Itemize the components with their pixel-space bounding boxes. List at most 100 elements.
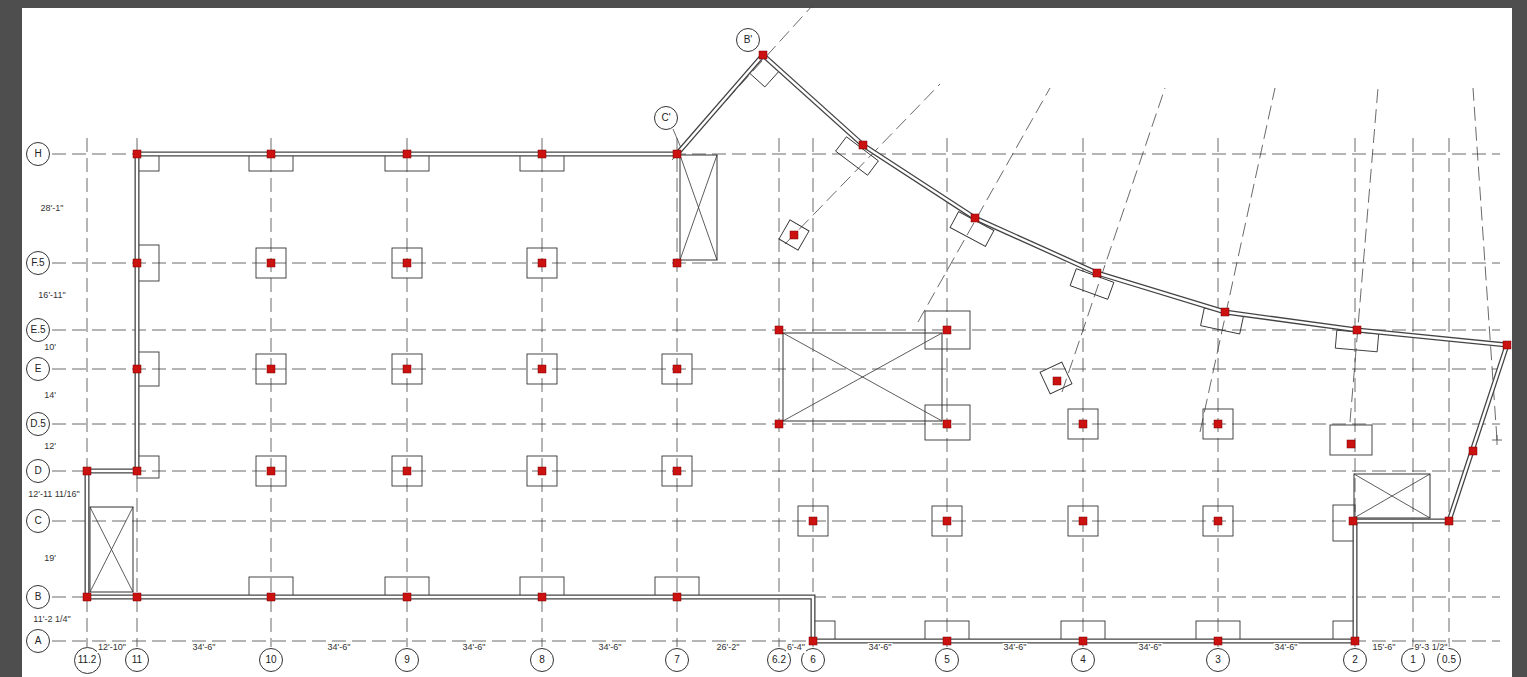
dimension-label: 9'-3 1/2": [1414, 643, 1449, 653]
column: [133, 593, 141, 601]
column: [673, 259, 681, 267]
footing: [1203, 506, 1233, 536]
grid-bubble: 11: [125, 648, 149, 672]
dimension-label: 34'-6": [598, 643, 623, 653]
opening-cross: [783, 333, 942, 421]
radial-grid-line: [1200, 88, 1275, 432]
dimension-label: 28'-1": [40, 204, 65, 214]
grid-label: D.5: [30, 419, 46, 429]
grid-label: 4: [1080, 655, 1086, 665]
grid-label: H: [34, 149, 41, 159]
column: [403, 365, 411, 373]
grid-label: 5: [944, 655, 950, 665]
radial-grid-line: [918, 88, 1050, 322]
grid-bubble: E.5: [26, 318, 50, 342]
footing: [662, 456, 692, 486]
grid-label: 11: [132, 655, 142, 665]
floor-opening: [680, 155, 717, 260]
footing: [779, 220, 809, 250]
footing: [1068, 409, 1098, 439]
column: [775, 326, 783, 334]
grid-line: [542, 138, 543, 647]
dimension-label: 34'-6": [868, 643, 893, 653]
column: [1347, 440, 1355, 448]
grid-bubble: 4: [1071, 648, 1095, 672]
grid-bubble: A: [26, 629, 50, 653]
floor-opening: [783, 333, 942, 421]
grid-label: F.5: [31, 258, 44, 268]
footing: [256, 354, 286, 384]
footing: [932, 506, 962, 536]
grid-line: [1218, 138, 1219, 647]
leader-line: [673, 129, 681, 148]
grid-label: E: [35, 364, 42, 374]
grid-label: 1: [1410, 655, 1416, 665]
dimension-label: 34'-6": [327, 643, 352, 653]
cross-mark: [1492, 435, 1502, 445]
opening-cross: [1354, 474, 1430, 518]
grid-line: [947, 138, 948, 647]
grid-label: C: [34, 516, 41, 526]
openings: [90, 155, 1430, 592]
column: [538, 593, 546, 601]
column: [859, 141, 867, 149]
footing: [392, 354, 422, 384]
column: [403, 467, 411, 475]
footing: [1068, 506, 1098, 536]
footing: [527, 456, 557, 486]
column: [673, 467, 681, 475]
footing: [950, 212, 994, 247]
column: [1214, 517, 1222, 525]
sheet-ground: [22, 8, 1512, 677]
column: [1079, 637, 1087, 645]
column: [943, 326, 951, 334]
column: [267, 365, 275, 373]
grid-label: 6: [810, 655, 816, 665]
footing: [1040, 362, 1072, 394]
footing: [1203, 409, 1233, 439]
dimension-label: 10': [43, 343, 57, 353]
grid-label: A: [35, 636, 42, 646]
dimension-label: 34'-6": [192, 643, 217, 653]
grid-label: 3: [1215, 655, 1221, 665]
grid-line: [779, 138, 780, 647]
radial-grid-line: [1062, 88, 1165, 392]
footings: [137, 53, 1379, 641]
opening-cross: [680, 155, 717, 260]
grid-bubble: D.5: [26, 412, 50, 436]
grid-bubble: C: [26, 509, 50, 533]
grid-bubble: 8: [530, 648, 554, 672]
grid-bubble: 10: [259, 648, 283, 672]
grid-bubble: E: [26, 357, 50, 381]
grid-label: B: [35, 592, 42, 602]
grid-bubble: 7: [665, 648, 689, 672]
grid-bubble: 5: [935, 648, 959, 672]
grid-line: [1083, 138, 1084, 647]
grid-label: 10: [265, 655, 276, 665]
dimension-label: 12': [43, 442, 57, 452]
column: [943, 637, 951, 645]
column: [267, 593, 275, 601]
grid-lines: [52, 6, 1502, 647]
footing: [392, 456, 422, 486]
floor-opening: [90, 507, 133, 592]
column: [267, 259, 275, 267]
grid-bubble: 3: [1206, 648, 1230, 672]
footing: [798, 506, 828, 536]
wall-guide: [137, 154, 138, 471]
column: [943, 517, 951, 525]
column: [1351, 637, 1359, 645]
grid-label: B': [744, 35, 753, 45]
grid-label: E.5: [30, 325, 45, 335]
footing: [527, 354, 557, 384]
column: [673, 593, 681, 601]
dimension-label: 6'-4": [786, 643, 806, 653]
column: [83, 593, 91, 601]
grid-label: D: [34, 466, 41, 476]
radial-grid-line: [785, 84, 940, 244]
dimension-label: 11'-2 1/4": [32, 615, 71, 625]
grid-label: C': [661, 113, 670, 123]
column: [1079, 420, 1087, 428]
